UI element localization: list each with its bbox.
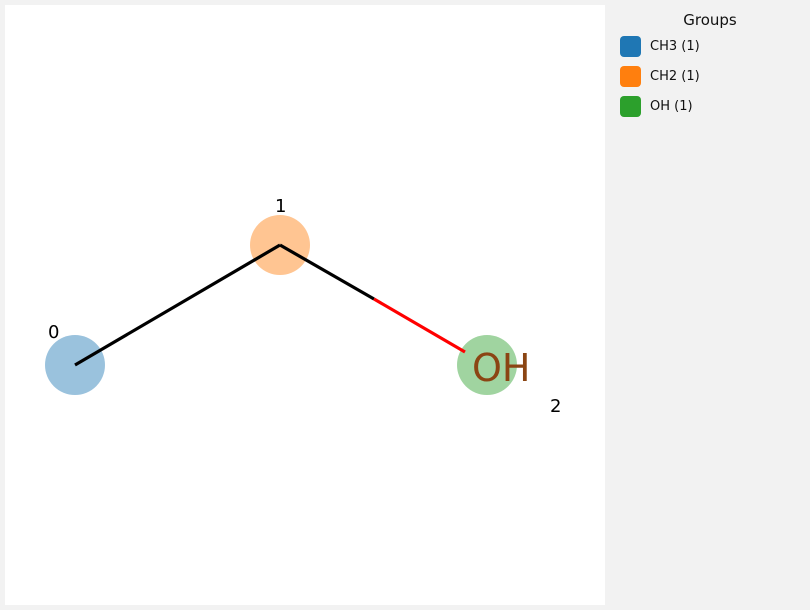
legend-label-oh: OH (1): [650, 98, 693, 114]
legend-label-ch2: CH2 (1): [650, 68, 700, 84]
bond-0-1: [74, 243, 281, 367]
atom-0-index-label: 0: [48, 322, 59, 343]
legend-item-ch2: CH2 (1): [620, 65, 700, 87]
legend-label-ch3: CH3 (1): [650, 38, 700, 54]
legend-swatch-ch2: [620, 65, 641, 87]
bond-1-2-oxygen-half: [373, 297, 466, 354]
bond-1-2-carbon-half: [279, 243, 375, 301]
legend-swatch-oh: [620, 95, 641, 117]
legend-title: Groups: [683, 11, 737, 29]
legend-swatch-ch3: [620, 35, 641, 57]
atom-1-index-label: 1: [275, 196, 286, 217]
atom-2-highlight: [457, 335, 517, 395]
groups-legend: Groups CH3 (1) CH2 (1) OH (1): [610, 0, 810, 610]
molecule-diagram: OH 0 1 2: [45, 196, 561, 417]
legend-item-ch3: CH3 (1): [620, 35, 700, 57]
legend-item-oh: OH (1): [620, 95, 693, 117]
molecule-canvas: OH 0 1 2: [5, 5, 605, 605]
atom-2-symbol: OH: [472, 346, 530, 390]
atom-2-index-label: 2: [550, 396, 561, 417]
